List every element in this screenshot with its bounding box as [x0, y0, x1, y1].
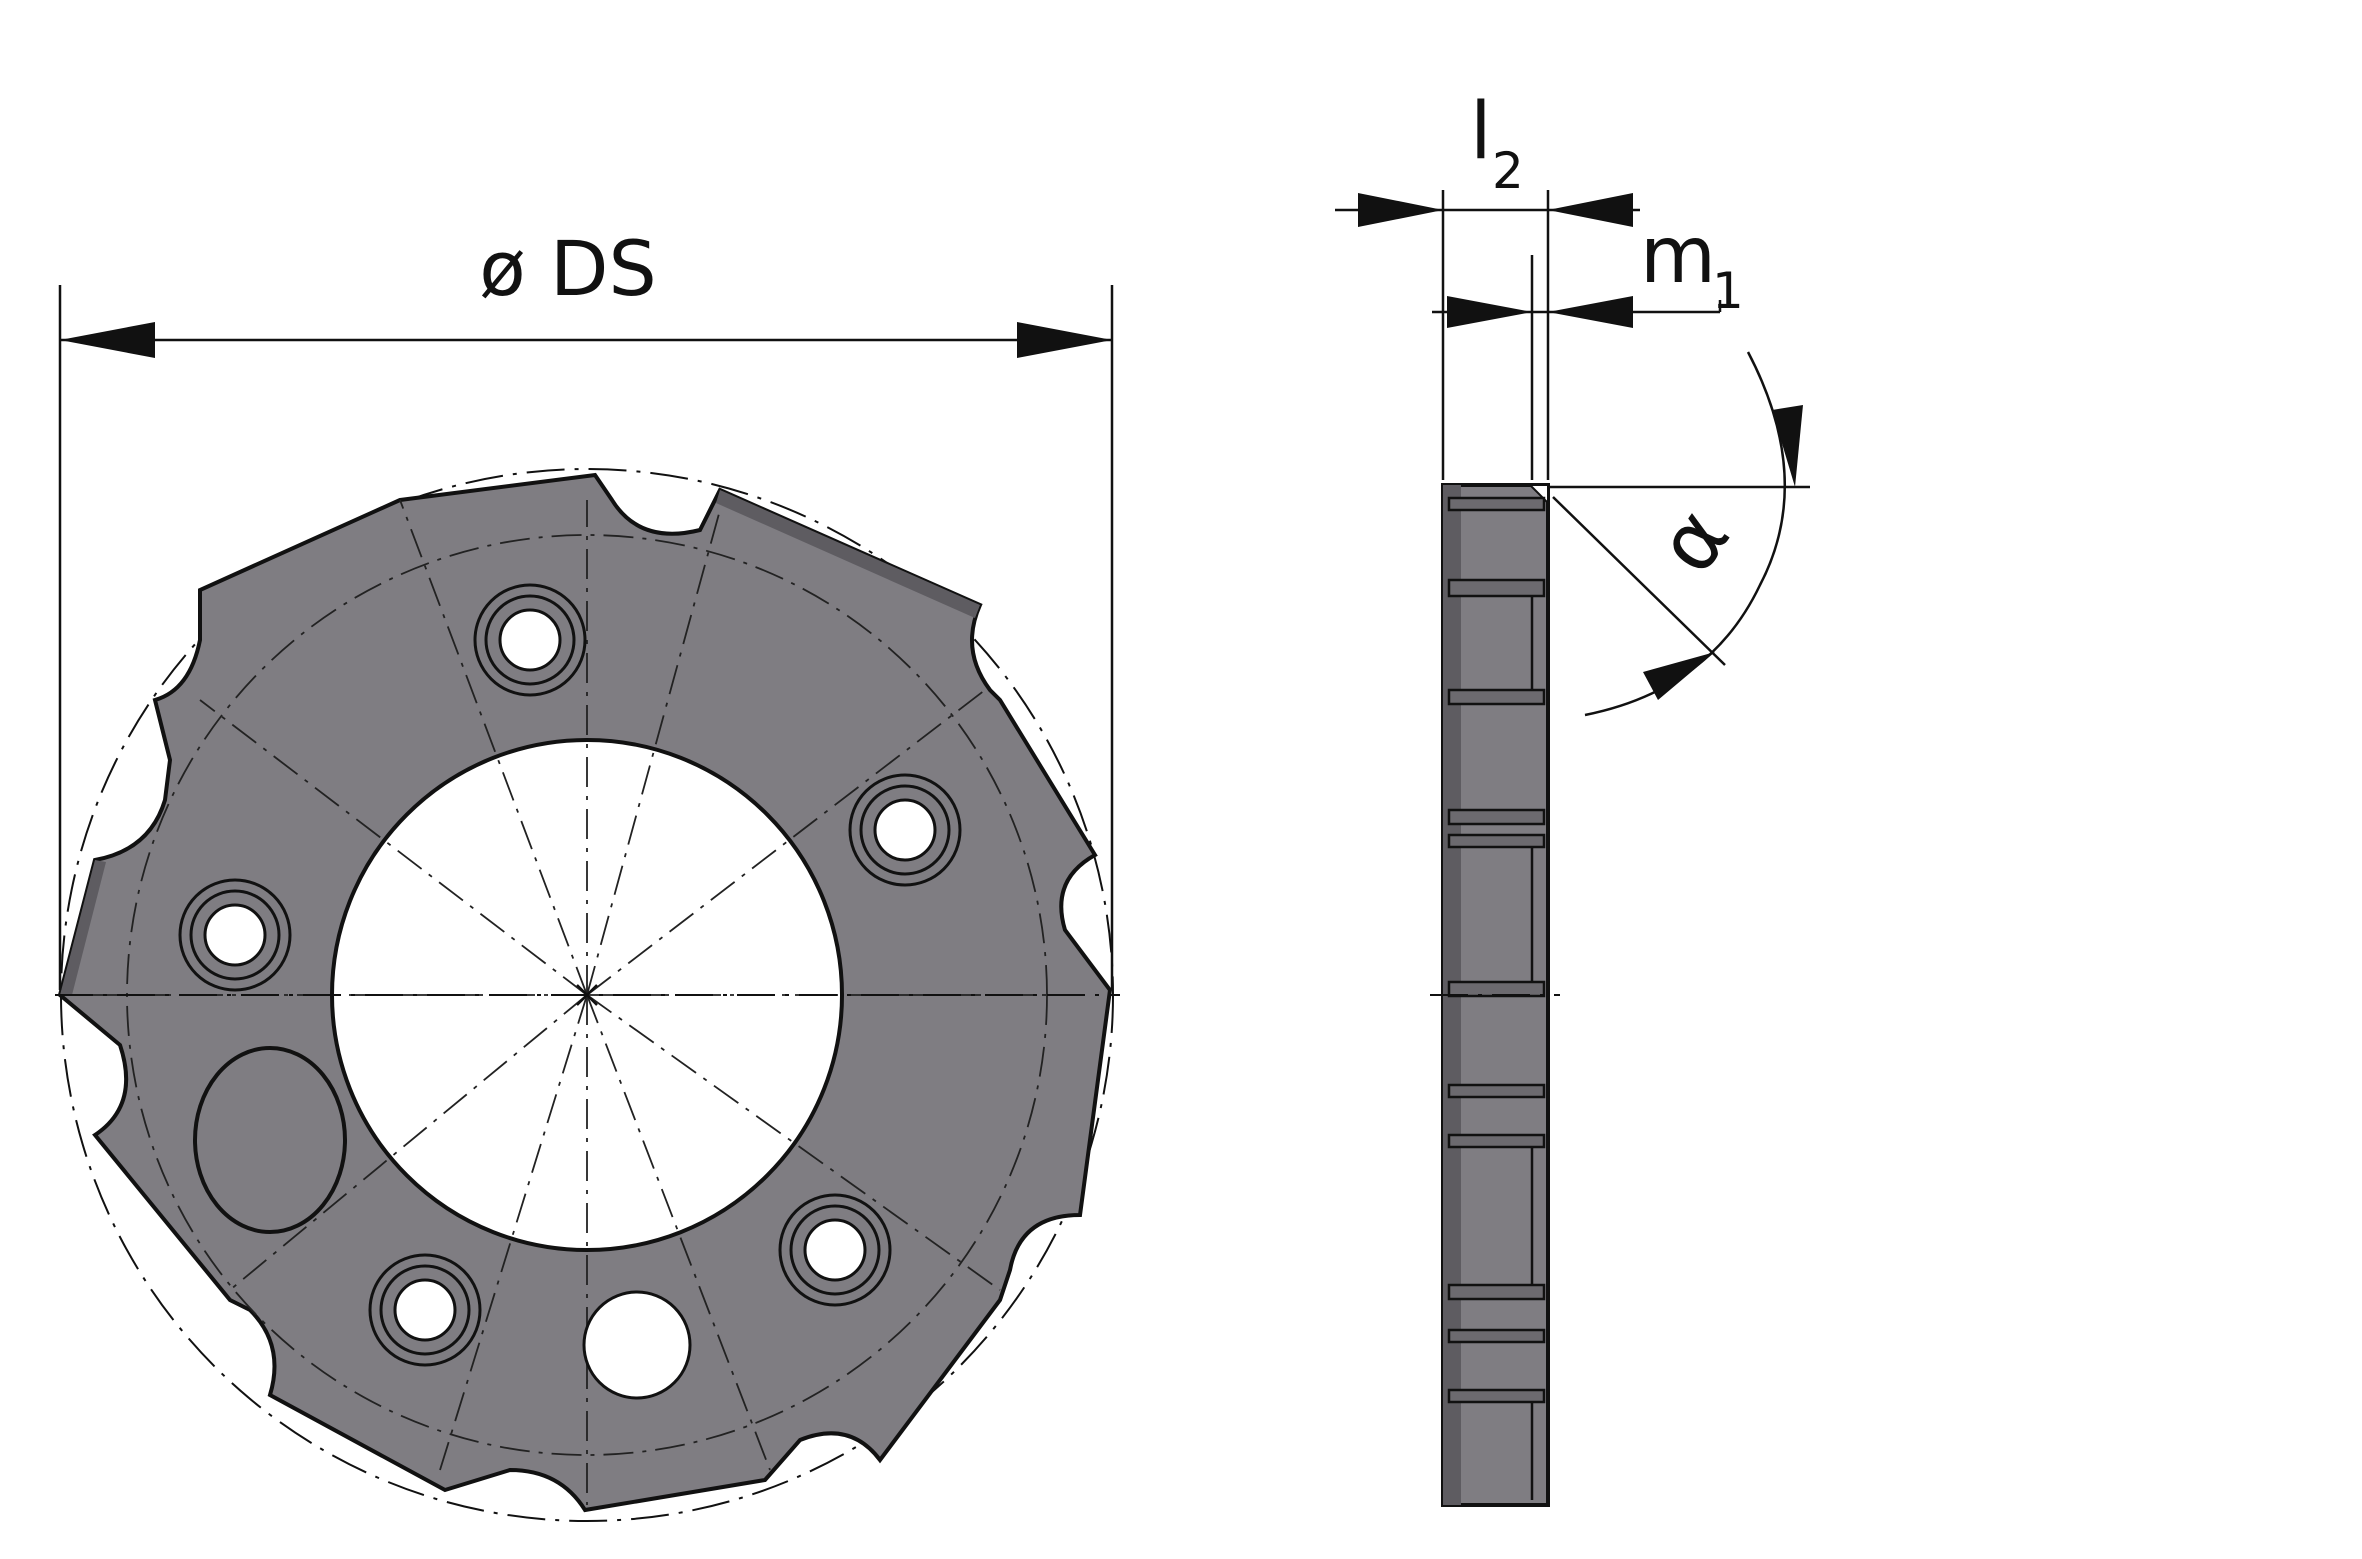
body-bevel — [716, 490, 980, 618]
arrow-head — [1772, 405, 1803, 487]
arrow-head — [1358, 193, 1443, 227]
bolt-hole — [178, 878, 292, 992]
bolt-hole — [848, 773, 962, 887]
m1-label: m — [1640, 211, 1716, 301]
arrow-head — [1548, 193, 1633, 227]
bolt-hole — [473, 583, 587, 697]
body-bevel — [60, 860, 106, 995]
alpha-dimension: α — [1548, 351, 1810, 717]
diameter-dimension: ø DS — [58, 224, 1114, 990]
l2-subscript: 2 — [1492, 142, 1524, 200]
center-mark — [576, 984, 598, 1006]
arrow-head — [1643, 652, 1715, 700]
m1-subscript: 1 — [1712, 262, 1744, 320]
oval-marking — [193, 1046, 347, 1234]
tooth-bands — [1447, 496, 1546, 1404]
through-hole — [582, 1290, 692, 1400]
arrow-head — [1548, 296, 1633, 328]
l2-dimension: l 2 — [1335, 87, 1640, 480]
side-view: l 2 m 1 α — [1335, 87, 1810, 1507]
bolt-holes — [178, 583, 962, 1367]
arrow-head — [1017, 322, 1112, 358]
front-view: ø DS — [55, 224, 1120, 1522]
l2-label: l — [1470, 87, 1492, 177]
diameter-label: ø DS — [479, 224, 656, 313]
bolt-hole — [778, 1193, 892, 1307]
m1-dimension: m 1 — [1432, 211, 1744, 480]
arrow-head — [60, 322, 155, 358]
alpha-label: α — [1639, 491, 1748, 590]
arrow-head — [1447, 296, 1532, 328]
bolt-hole — [368, 1253, 482, 1367]
